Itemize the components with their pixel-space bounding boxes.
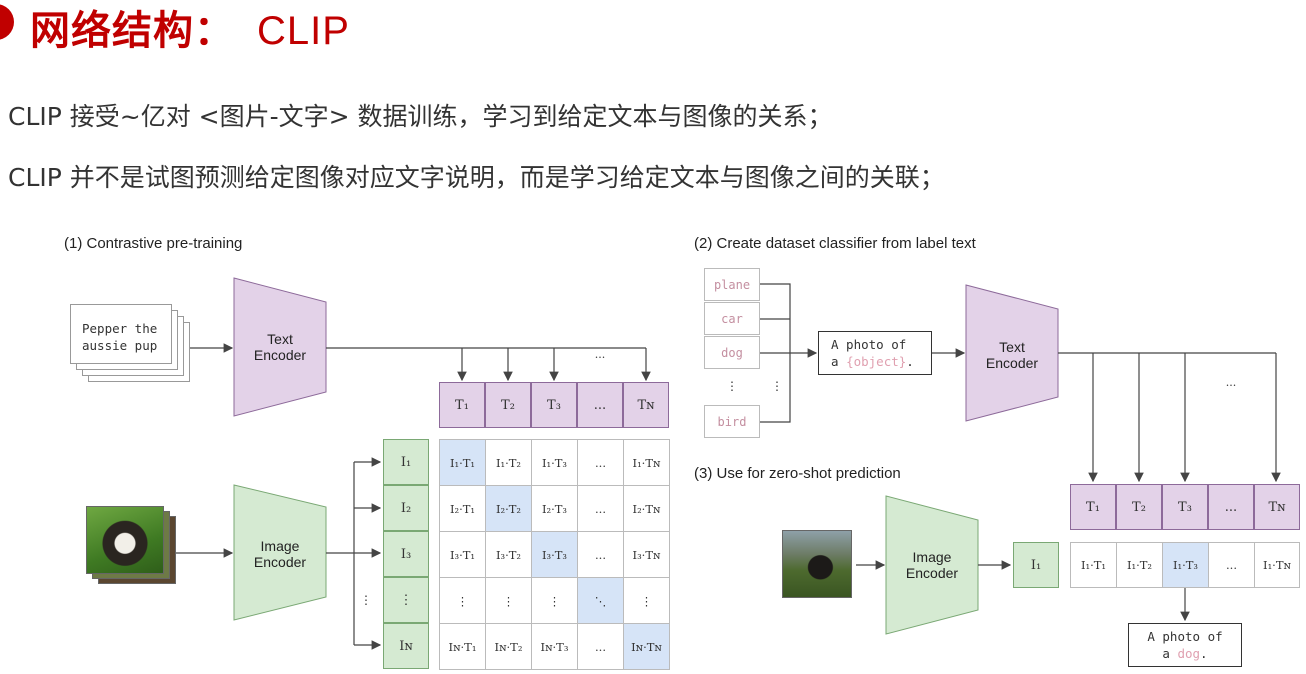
prediction-word: dog (1177, 646, 1201, 661)
title-chinese: 网络结构： (30, 8, 235, 54)
template-object: {object} (846, 354, 907, 369)
puppy-image (86, 506, 164, 574)
image-encoder-label-2: Image Encoder (905, 549, 959, 581)
matrix-cell: I₁·Tɴ (623, 439, 670, 486)
input-text-card: Pepper the aussie pup (70, 304, 172, 364)
text-encoder-label-2: Text Encoder (985, 339, 1039, 371)
matrix-cell: I₂·T₁ (439, 485, 486, 532)
panel2-label: (2) Create dataset classifier from label… (694, 235, 976, 252)
prompt-template-box: A photo of a {object}. (818, 331, 932, 375)
zs-text-token-2: T₂ (1116, 484, 1162, 530)
zs-text-token-n: Tɴ (1254, 484, 1300, 530)
matrix-cell: I₃·Tɴ (623, 531, 670, 578)
score-cell: I₁·T₁ (1070, 542, 1117, 588)
prediction-box: A photo of a dog. (1128, 623, 1242, 667)
matrix-cell: I₃·T₁ (439, 531, 486, 578)
text-encoder-shape-1 (233, 277, 327, 417)
text-encoder-label-1: Text Encoder (253, 331, 307, 363)
zs-image-token: I₁ (1013, 542, 1059, 588)
bullet-line-2: CLIP 并不是试图预测给定图像对应文字说明，而是学习给定文本与图像之间的关联； (8, 163, 945, 192)
template-line-1: A photo of (831, 337, 907, 352)
matrix-cell: ⋮ (485, 577, 532, 624)
panel3-label: (3) Use for zero-shot prediction (694, 465, 901, 482)
matrix-cell: Iɴ·Tɴ (623, 623, 670, 670)
image-branch-ellipsis: ⋮ (360, 593, 372, 607)
matrix-cell: Iɴ·T₁ (439, 623, 486, 670)
image-token-3: I₃ (383, 531, 429, 577)
bracket-ellipsis: ⋮ (771, 379, 783, 393)
image-token-2: I₂ (383, 485, 429, 531)
text-token-n: Tɴ (623, 382, 669, 428)
title-clip: CLIP (257, 9, 350, 53)
prediction-article: a (1162, 646, 1170, 661)
score-cell: I₁·Tɴ (1254, 542, 1300, 588)
text-token-1: T₁ (439, 382, 485, 428)
image-encoder-shape-2 (885, 495, 979, 635)
text-token-2: T₂ (485, 382, 531, 428)
image-token-ellipsis: ⋮ (383, 577, 429, 623)
matrix-cell: I₁·T₁ (439, 439, 486, 486)
score-cell: ... (1208, 542, 1255, 588)
matrix-cell: I₂·T₃ (531, 485, 578, 532)
label-car: car (704, 302, 760, 335)
score-cell: I₁·T₂ (1116, 542, 1163, 588)
panel1-label: (1) Contrastive pre-training (64, 235, 243, 252)
matrix-cell: ... (577, 485, 624, 532)
bullet-line-1: CLIP 接受~亿对 <图片-文字> 数据训练，学习到给定文本与图像的关系； (8, 102, 833, 131)
score-cell-highlight: I₁·T₃ (1162, 542, 1209, 588)
matrix-cell: I₁·T₃ (531, 439, 578, 486)
matrix-cell: I₁·T₂ (485, 439, 532, 486)
matrix-cell: I₃·T₂ (485, 531, 532, 578)
text-branch-ellipsis-2: ... (1225, 375, 1237, 389)
prediction-line-2: a dog. (1129, 645, 1241, 662)
template-period: . (906, 354, 914, 369)
matrix-cell: Iɴ·T₃ (531, 623, 578, 670)
text-token-ellipsis: ... (577, 382, 623, 428)
text-token-3: T₃ (531, 382, 577, 428)
matrix-cell: ... (577, 439, 624, 486)
matrix-cell: ... (577, 531, 624, 578)
matrix-cell: I₂·Tɴ (623, 485, 670, 532)
image-encoder-label-1: Image Encoder (253, 538, 307, 570)
zs-text-token-1: T₁ (1070, 484, 1116, 530)
label-plane: plane (704, 268, 760, 301)
prediction-period: . (1200, 646, 1208, 661)
matrix-cell: ⋮ (623, 577, 670, 624)
matrix-cell: ... (577, 623, 624, 670)
prediction-line-1: A photo of (1147, 629, 1223, 644)
zs-text-token-ellipsis: ... (1208, 484, 1254, 530)
matrix-cell: ⋮ (439, 577, 486, 624)
image-encoder-shape-1 (233, 484, 327, 621)
text-encoder-shape-2 (965, 284, 1059, 422)
text-branch-ellipsis: ... (594, 347, 606, 361)
template-article: a (831, 354, 839, 369)
title-bullet-circle (0, 4, 14, 40)
matrix-cell: Iɴ·T₂ (485, 623, 532, 670)
matrix-cell: I₂·T₂ (485, 485, 532, 532)
label-bird: bird (704, 405, 760, 438)
image-token-1: I₁ (383, 439, 429, 485)
label-ellipsis: ⋮ (726, 379, 738, 393)
matrix-cell: ⋱ (577, 577, 624, 624)
label-dog: dog (704, 336, 760, 369)
page-title: 网络结构： CLIP (30, 0, 350, 56)
template-line-2: a {object}. (831, 353, 931, 370)
matrix-cell: ⋮ (531, 577, 578, 624)
image-token-n: Iɴ (383, 623, 429, 669)
zs-text-token-3: T₃ (1162, 484, 1208, 530)
matrix-cell: I₃·T₃ (531, 531, 578, 578)
dog-photo (782, 530, 852, 598)
